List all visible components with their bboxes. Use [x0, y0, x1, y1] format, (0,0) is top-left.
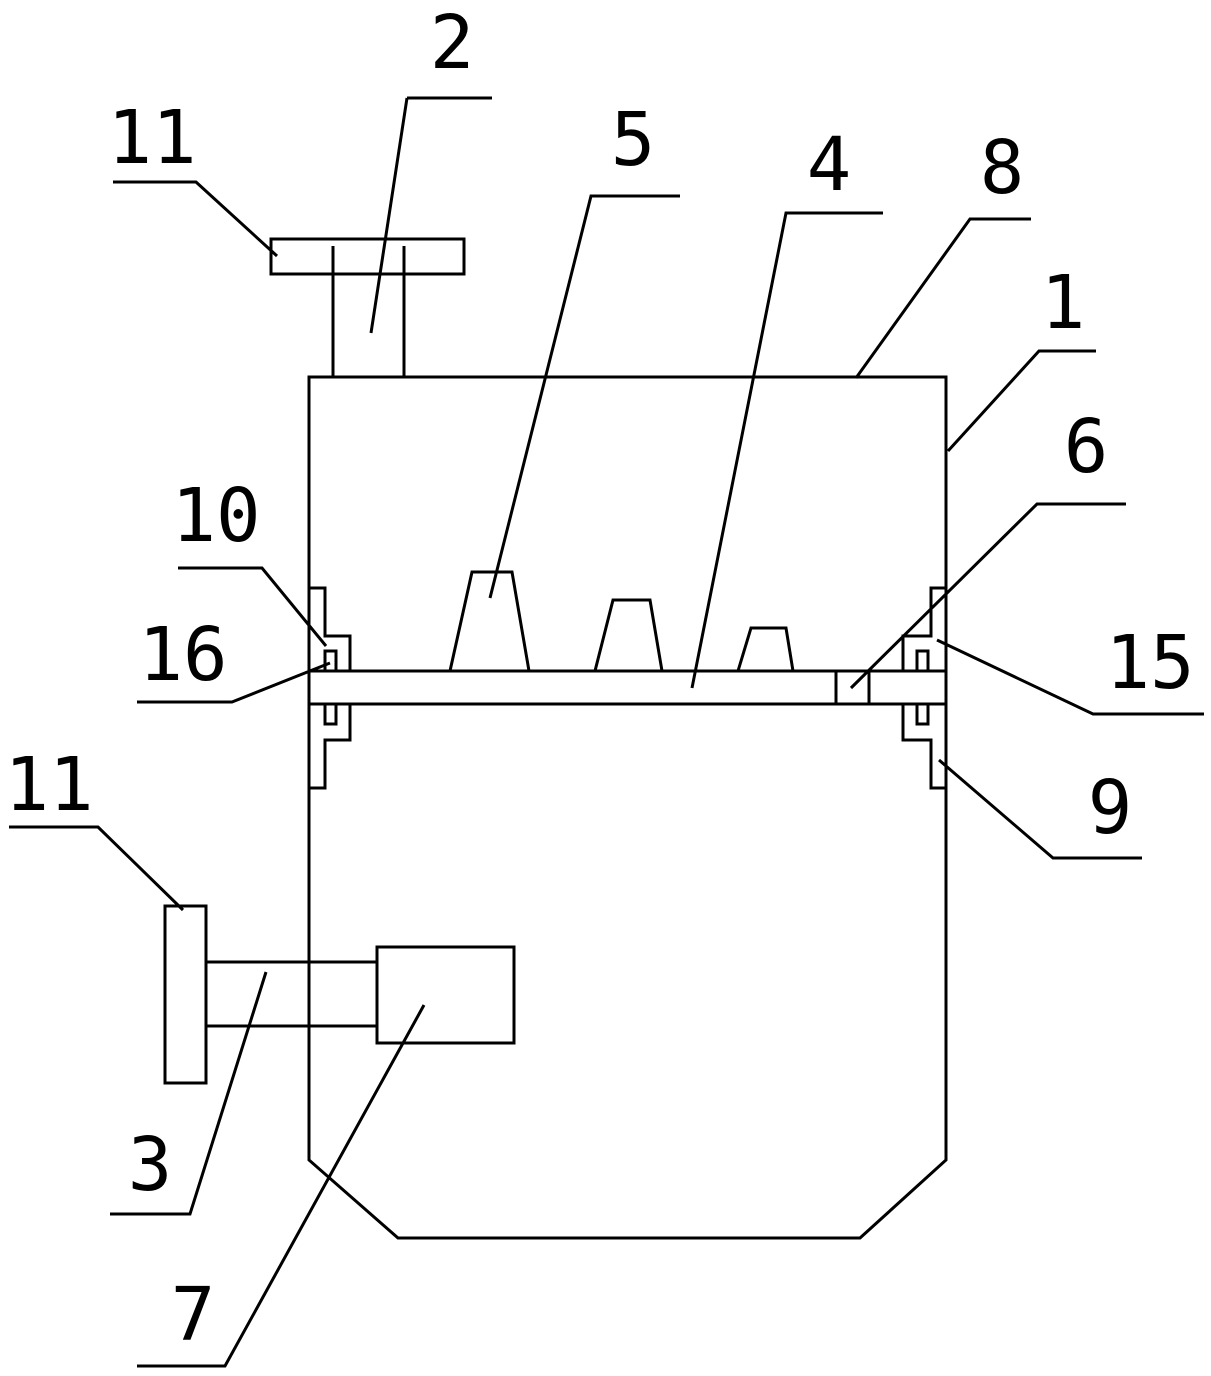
top-flange	[269, 237, 466, 276]
motor-box	[375, 945, 516, 1045]
right-bracket-upper	[901, 586, 946, 671]
leader-4	[690, 211, 883, 689]
label-6: 6	[1064, 404, 1109, 490]
protrusion-small	[735, 626, 795, 673]
label-11-top: 11	[107, 95, 196, 181]
leader-2	[369, 97, 409, 334]
leader-5	[488, 194, 680, 599]
leader-11-left	[9, 825, 185, 912]
protrusion-large	[448, 570, 531, 673]
label-9: 9	[1088, 765, 1133, 851]
label-10: 10	[171, 473, 260, 559]
plate-block	[834, 669, 871, 706]
housing-body	[307, 375, 948, 1240]
leader-15	[936, 638, 1204, 716]
side-flange	[163, 904, 208, 1085]
label-3: 3	[128, 1122, 173, 1208]
leader-16	[137, 661, 331, 704]
label-16: 16	[138, 612, 227, 698]
label-5: 5	[611, 97, 656, 183]
leader-10	[178, 566, 328, 647]
leader-8	[854, 217, 1031, 379]
leader-6	[849, 502, 1126, 690]
right-bolt-lower	[915, 702, 930, 726]
label-4: 4	[807, 122, 852, 208]
leader-7	[137, 1004, 426, 1368]
right-bolt-upper	[915, 649, 930, 673]
leader-9	[938, 758, 1142, 860]
left-bracket-lower	[309, 704, 352, 790]
label-7: 7	[171, 1272, 216, 1358]
leader-3	[110, 971, 268, 1216]
left-bolt-lower	[323, 702, 338, 726]
left-bolt-upper	[323, 649, 338, 673]
label-11-left: 11	[4, 742, 93, 828]
label-8: 8	[980, 125, 1025, 211]
right-bracket-lower	[901, 704, 946, 790]
label-2: 2	[430, 0, 475, 86]
leader-1	[946, 349, 1096, 453]
protrusion-medium	[593, 598, 664, 673]
leader-11-top	[113, 180, 279, 258]
left-bracket-upper	[309, 586, 352, 671]
label-15: 15	[1105, 620, 1194, 706]
label-1: 1	[1041, 260, 1086, 346]
